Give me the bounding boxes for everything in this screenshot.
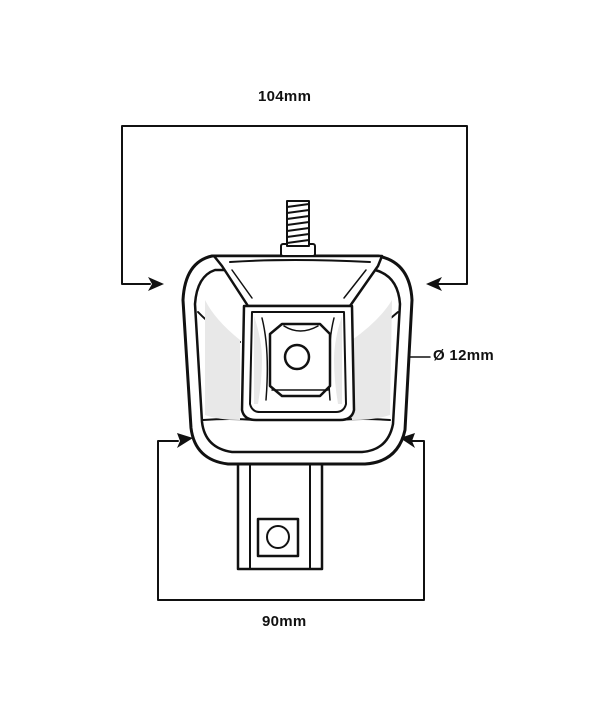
central-bushing xyxy=(268,322,332,398)
bolt-hole xyxy=(283,343,311,371)
bottom-width-label: 90mm xyxy=(262,613,307,630)
mounting-hole xyxy=(256,517,300,558)
top-width-label: 104mm xyxy=(258,88,312,105)
rubber-cone xyxy=(212,254,384,308)
top-dimension-line xyxy=(121,125,468,291)
arrow-left-icon xyxy=(426,277,442,291)
threaded-bolt xyxy=(280,200,316,257)
arrow-right-icon xyxy=(177,433,193,448)
bolt-diameter-label: Ø 12mm xyxy=(433,347,494,364)
arrow-right-icon xyxy=(148,277,164,291)
bottom-dimension-line xyxy=(157,433,425,601)
lower-bracket xyxy=(236,456,324,571)
